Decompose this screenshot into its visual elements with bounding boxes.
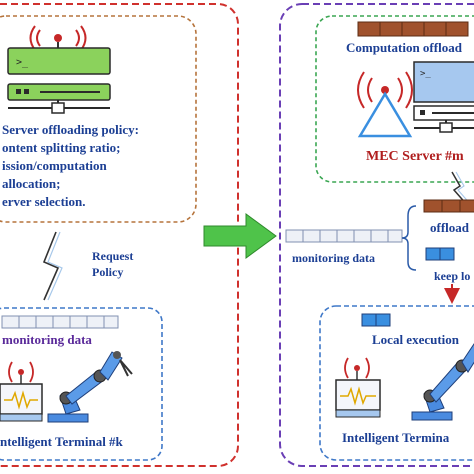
mec-server-label: MEC Server #m xyxy=(366,149,464,164)
mec-server-icon: >_ xyxy=(357,61,474,138)
keep-local-blocks xyxy=(425,247,455,261)
terminal-computer-icon-left xyxy=(0,361,43,422)
svg-text:>_: >_ xyxy=(16,57,29,68)
policy-line-1: Server offloading policy: xyxy=(2,122,139,137)
wireless-link-icon xyxy=(42,231,63,301)
policy-box xyxy=(0,15,197,223)
monitoring-label-right: monitoring data xyxy=(292,251,375,265)
monitoring-label-left: monitoring data xyxy=(2,332,92,347)
terminal-label-right: Intelligent Termina xyxy=(342,430,450,445)
robot-arm-icon-right xyxy=(411,343,474,421)
right-outer-frame xyxy=(279,3,474,467)
offload-arrow xyxy=(203,213,277,259)
terminal-box-left xyxy=(0,307,163,461)
monitoring-data-blocks-right xyxy=(285,229,403,243)
wireless-link-icon-right xyxy=(451,171,473,207)
svg-text:>_: >_ xyxy=(420,69,431,79)
offload-blocks xyxy=(423,199,474,213)
policy-line-2: ontent splitting ratio; xyxy=(2,140,120,155)
keep-local-label: keep lo xyxy=(434,269,470,283)
terminal-computer-icon-right xyxy=(335,357,381,418)
computation-offload-label: Computation offload xyxy=(346,40,463,55)
mec-server-box xyxy=(315,15,474,183)
request-label: Request xyxy=(92,249,133,263)
terminal-label-left: ntelligent Terminal #k xyxy=(0,434,124,449)
local-execution-blocks xyxy=(361,313,391,327)
terminal-box-right xyxy=(319,305,474,461)
server-icon: >_ xyxy=(7,25,111,114)
offload-label: offload xyxy=(430,220,470,235)
local-execution-label: Local execution xyxy=(372,332,460,347)
computation-offload-blocks xyxy=(357,21,469,37)
policy-line-5: erver selection. xyxy=(2,194,86,209)
monitoring-data-blocks-left xyxy=(1,315,119,329)
split-brace xyxy=(401,205,417,271)
policy-label: Policy xyxy=(92,265,123,279)
policy-line-4: allocation; xyxy=(2,176,61,191)
robot-arm-icon-left xyxy=(47,351,133,423)
policy-line-3: ission/computation xyxy=(2,158,108,173)
